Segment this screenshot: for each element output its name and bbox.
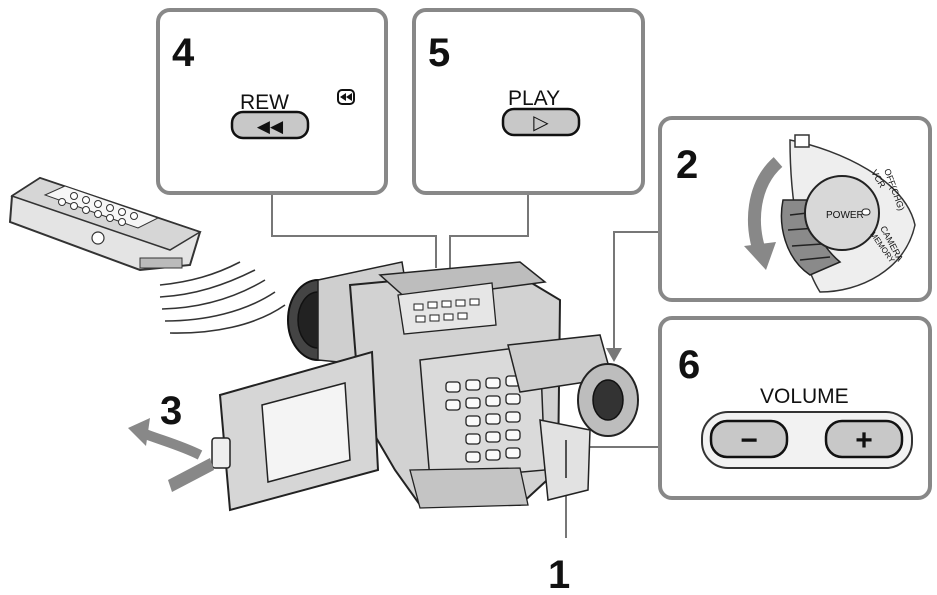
leader-arrow-2: [606, 348, 622, 362]
rotate-down-arrow-icon: [744, 157, 783, 270]
rew-button[interactable]: ◀◀: [230, 110, 310, 140]
leader-line-2: [613, 231, 660, 352]
lcd-screen: [261, 382, 351, 483]
battery-pack: [539, 419, 591, 501]
power-dial[interactable]: POWER: [804, 175, 880, 251]
minus-icon: −: [740, 424, 758, 457]
volume-minus-button[interactable]: −: [709, 419, 789, 459]
play-button[interactable]: ▷: [501, 107, 581, 137]
rewind-icon: ◀◀: [257, 117, 284, 136]
plus-icon: +: [855, 424, 873, 457]
rew-indicator-icon: [337, 89, 355, 105]
panel-step-2: 2 POWER OFF(CHG) VCR CAMERA MEMORY: [658, 116, 932, 302]
panel-step-5: 5 PLAY ▷: [412, 8, 645, 195]
power-dial-label: POWER: [826, 210, 864, 221]
panel-step-6: 6 VOLUME − +: [658, 316, 932, 500]
step-number-4: 4: [172, 31, 195, 75]
camcorder-body: [287, 261, 639, 509]
play-icon: ▷: [533, 112, 549, 134]
leader-line-4: [271, 195, 437, 268]
volume-label: VOLUME: [760, 385, 849, 408]
play-label: PLAY: [508, 87, 560, 110]
panel-step-4: 4 REW ◀◀: [156, 8, 388, 195]
lcd-panel: [211, 350, 380, 512]
leader-line-5: [449, 195, 529, 268]
lamp-indicator-icon: [794, 134, 810, 148]
step-number-2: 2: [676, 143, 698, 187]
volume-plus-button[interactable]: +: [824, 419, 904, 459]
step-number-1: 1: [548, 553, 570, 595]
open-lcd-arrow-icon: [128, 418, 214, 492]
infrared-signal-icon: [159, 261, 286, 334]
rew-label: REW: [240, 91, 289, 114]
remote-control: [8, 176, 202, 272]
step-number-3: 3: [160, 389, 182, 433]
step-number-5: 5: [428, 31, 450, 75]
step-number-6: 6: [678, 343, 700, 387]
leader-lines: [271, 195, 660, 538]
lcd-latch: [211, 437, 231, 469]
